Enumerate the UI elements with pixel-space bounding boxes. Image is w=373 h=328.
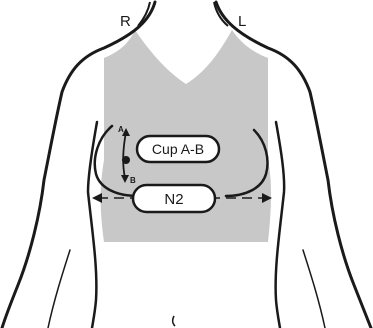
underbust-measure-label: N2 [164,191,183,208]
right-side-label: R [120,13,131,30]
navel-mark [173,316,175,326]
underbust-arrow-left-icon [92,193,102,203]
left-side-label: L [238,13,246,30]
arm-line-right [303,250,325,328]
nipple-point-marker [122,156,130,164]
point-a-label: A [118,125,124,134]
torso-line-right [276,122,285,328]
arm-line-left [48,250,70,328]
cup-measure-label: Cup A-B [152,141,204,157]
point-b-label: B [130,176,136,185]
